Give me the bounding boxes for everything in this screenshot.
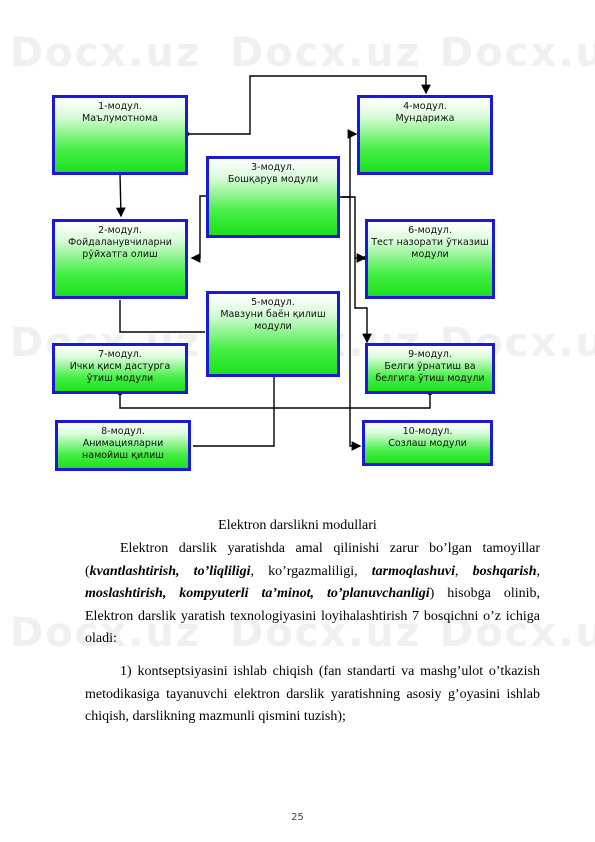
module-1-box: 1-модул.Маълумотнома <box>52 95 188 175</box>
figure-caption: Elektron darslikni modullari <box>218 518 377 533</box>
module-4-box: 4-модул.Мундарижа <box>357 95 493 175</box>
module-3-box: 3-модул.Бошқарув модули <box>206 156 340 238</box>
module-10-box: 10-модул.Созлаш модули <box>362 420 493 466</box>
paragraph-step-1: 1) kontseptsiyasini ishlab chiqish (fan … <box>85 664 540 724</box>
page-number: 25 <box>291 812 304 823</box>
connector-7-9 <box>119 393 431 409</box>
connector-1-2 <box>115 173 126 218</box>
connector-1-4 <box>187 75 431 135</box>
connector-3-right <box>340 129 358 198</box>
paragraph-principles: Elektron darslik yaratishda amal qilinis… <box>85 541 540 646</box>
connector-5-8 <box>193 377 275 447</box>
connector-2-5 <box>119 300 205 333</box>
connector-3-2 <box>190 195 206 263</box>
